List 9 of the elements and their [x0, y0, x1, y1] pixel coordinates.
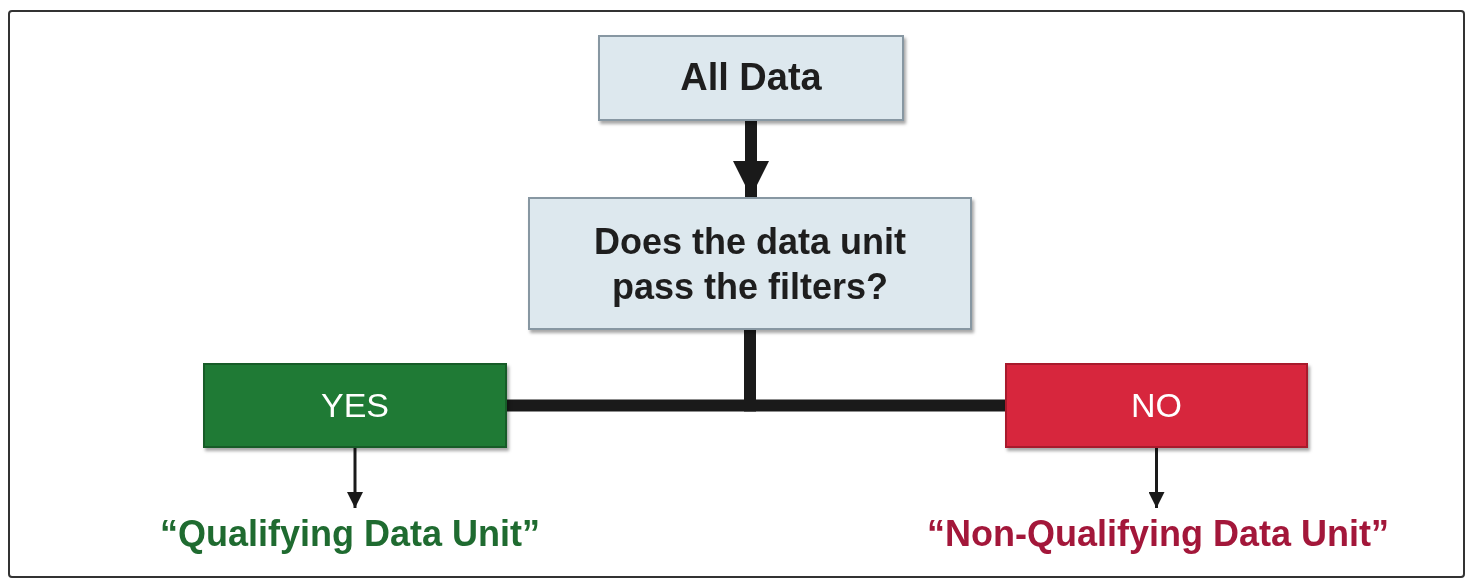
arrow — [733, 121, 769, 197]
result-label: “Qualifying Data Unit” — [85, 508, 615, 560]
outcome-box: YES — [203, 363, 507, 448]
arrow — [347, 448, 363, 508]
arrow — [1148, 448, 1165, 508]
decision-box: Does the data unit pass the filters? — [528, 197, 972, 330]
result-label: “Non-Qualifying Data Unit” — [858, 508, 1458, 560]
outcome-box: NO — [1005, 363, 1308, 448]
process-box: All Data — [598, 35, 904, 121]
